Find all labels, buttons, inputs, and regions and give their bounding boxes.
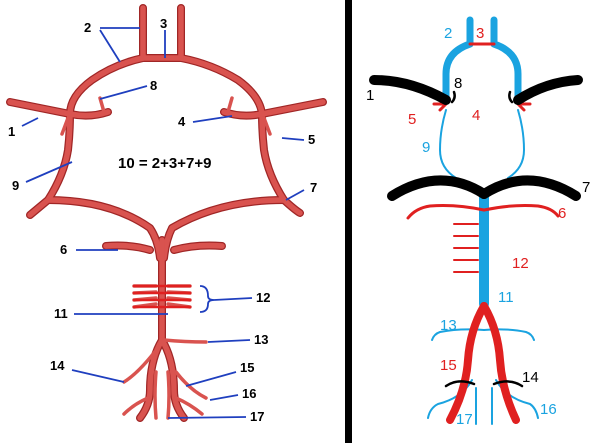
leader-line-5 — [281, 137, 305, 141]
left-label-16: 16 — [242, 386, 256, 401]
leader-line-8 — [99, 85, 148, 100]
left-label-17: 17 — [250, 409, 264, 424]
panel-divider — [345, 0, 352, 443]
left-label-8: 8 — [150, 78, 157, 93]
artery-illustration — [6, 4, 327, 422]
left-label-3: 3 — [160, 16, 167, 31]
leader-line-2 — [99, 27, 140, 63]
right-label-16: 16 — [540, 401, 557, 418]
right-label-11: 11 — [498, 289, 514, 306]
leader-line-12 — [213, 297, 253, 301]
right-label-8: 8 — [454, 75, 462, 92]
left-labels: 1 2 3 8 4 5 9 7 6 12 11 13 14 15 16 17 — [8, 16, 317, 424]
schema-black-vessels — [369, 75, 583, 388]
right-label-5: 5 — [408, 111, 416, 128]
left-label-4: 4 — [178, 114, 186, 129]
leader-line-1 — [21, 117, 39, 127]
leader-line-17 — [167, 416, 247, 419]
leader-line-7 — [285, 189, 305, 201]
left-label-11: 11 — [54, 306, 68, 321]
right-label-17: 17 — [456, 411, 473, 428]
formula-text: 10 = 2+3+7+9 — [118, 155, 211, 172]
leader-line-14 — [71, 369, 125, 383]
leader-line-15 — [185, 371, 237, 387]
right-label-13: 13 — [440, 317, 457, 334]
left-label-2: 2 — [84, 20, 91, 35]
schema-red-vessels — [406, 42, 560, 424]
leader-lines — [21, 27, 305, 419]
left-label-9: 9 — [12, 178, 19, 193]
bracket-12 — [199, 285, 215, 313]
leader-line-4 — [192, 115, 233, 123]
right-label-6: 6 — [558, 205, 566, 222]
right-panel: 2 3 1 8 5 4 9 7 6 12 11 13 15 14 16 17 — [366, 16, 590, 428]
leader-line-13 — [207, 339, 251, 343]
left-panel: 1 2 3 8 4 5 9 7 6 12 11 13 14 15 16 17 1… — [6, 4, 327, 424]
right-label-1: 1 — [366, 87, 374, 104]
left-label-15: 15 — [240, 360, 254, 375]
right-label-9: 9 — [422, 139, 430, 156]
leader-line-9 — [25, 161, 73, 183]
left-label-12: 12 — [256, 290, 270, 305]
left-label-7: 7 — [310, 180, 317, 195]
left-label-14: 14 — [50, 358, 65, 373]
right-labels: 2 3 1 8 5 4 9 7 6 12 11 13 15 14 16 17 — [366, 25, 590, 428]
leader-line-16 — [209, 394, 239, 401]
right-label-14: 14 — [522, 369, 539, 386]
right-label-4: 4 — [472, 107, 480, 124]
left-label-13: 13 — [254, 332, 268, 347]
right-label-3: 3 — [476, 25, 484, 42]
right-label-2: 2 — [444, 25, 452, 42]
right-label-7: 7 — [582, 179, 590, 196]
right-label-12: 12 — [512, 255, 529, 272]
left-label-6: 6 — [60, 242, 67, 257]
left-label-5: 5 — [308, 132, 315, 147]
left-label-1: 1 — [8, 124, 15, 139]
right-label-15: 15 — [440, 357, 457, 374]
